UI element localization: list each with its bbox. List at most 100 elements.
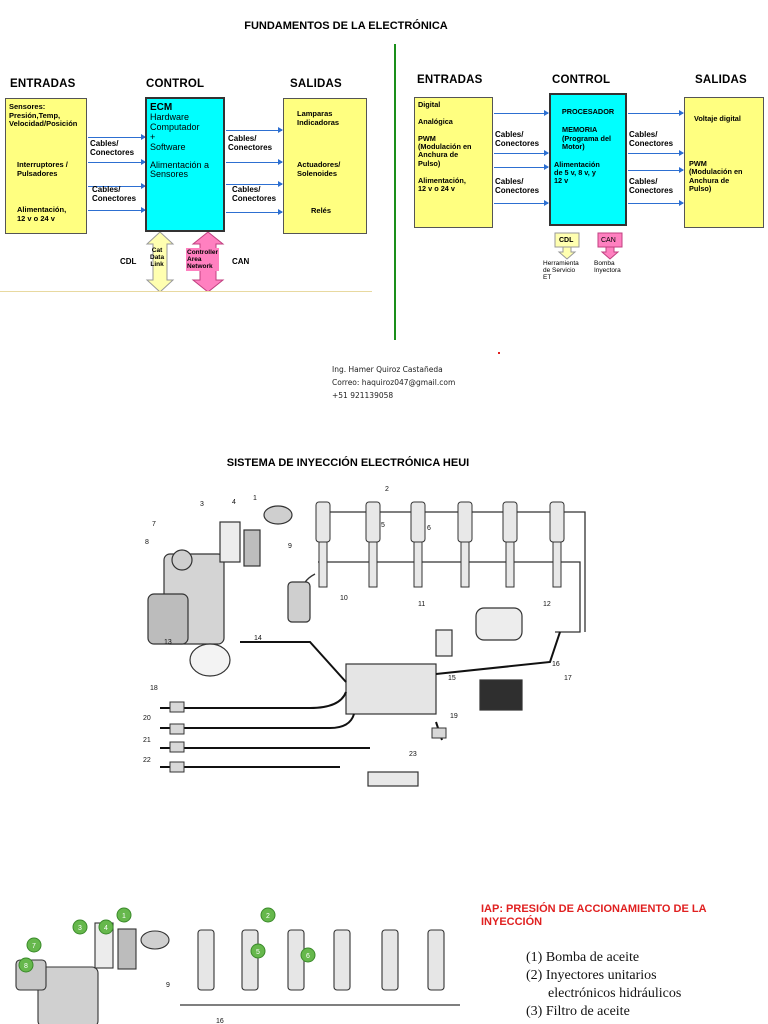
- arrow: [494, 150, 549, 156]
- callout-20: 20: [143, 715, 151, 722]
- arrow: [494, 200, 549, 206]
- cat-data-link-label: Cat Data Link: [150, 247, 165, 269]
- arrow: [226, 127, 283, 133]
- cables-label: Cables/ Conectores: [228, 134, 273, 152]
- callout-18: 18: [150, 685, 158, 692]
- contact-info: Ing. Hamer Quiroz Castañeda Correo: haqu…: [332, 363, 455, 402]
- green-callout-7: 7: [32, 943, 36, 950]
- callout-23: 23: [409, 751, 417, 758]
- arrow: [88, 134, 146, 140]
- processor-power: Alimentación de 5 v, 8 v, y 12 v: [554, 159, 600, 186]
- callout-21: 21: [143, 737, 151, 744]
- legend-item: electrónicos hidráulicos: [548, 986, 682, 1001]
- cdl-label: CDL: [559, 237, 574, 244]
- cables-label: Cables/ Conectores: [629, 177, 674, 195]
- output-reles: Relés: [311, 206, 332, 215]
- left-control-diagram: ENTRADAS CONTROL SALIDAS Sensores: Presi…: [0, 0, 390, 300]
- input-sensores: Sensores: Presión,Temp, Velocidad/Posici…: [9, 102, 78, 129]
- cdl-arrow: [554, 232, 580, 260]
- can-label: CAN: [232, 257, 250, 266]
- cables-label: Cables/ Conectores: [90, 139, 135, 157]
- callout-3: 3: [200, 501, 204, 508]
- processor-memory: MEMORIA (Programa del Motor): [562, 125, 612, 152]
- left-header-entradas: ENTRADAS: [10, 78, 76, 90]
- ecm-power: Alimentación a Sensores: [150, 159, 210, 180]
- callout-10: 10: [340, 595, 348, 602]
- callout-8: 8: [145, 539, 149, 546]
- input-alimentacion: Alimentación, 12 v o 24 v: [17, 205, 67, 223]
- output-voltaje: Voltaje digital: [694, 114, 741, 123]
- callout-1: 1: [253, 495, 257, 502]
- green-callout-3: 3: [78, 925, 82, 932]
- ecm-body: Hardware Computador + Software: [150, 112, 200, 152]
- can-arrow: [597, 232, 623, 260]
- callout-9: 9: [288, 543, 292, 550]
- arrow: [88, 183, 146, 189]
- callout-6: 6: [427, 525, 431, 532]
- input-interruptores: Interruptores / Pulsadores: [17, 160, 68, 178]
- cdl-label: CDL: [120, 257, 137, 266]
- green-callout-4: 4: [104, 925, 108, 932]
- green-callout-8: 8: [24, 963, 28, 970]
- arrow: [628, 167, 684, 173]
- callout-5: 5: [381, 522, 385, 529]
- can-box-label: Controller Area Network: [186, 248, 220, 272]
- iap-title: IAP: PRESIÓN DE ACCIONAMIENTO DE LA INYE…: [481, 903, 707, 928]
- arrow: [88, 159, 146, 165]
- section2-title: SISTEMA DE INYECCIÓN ELECTRÓNICA HEUI: [226, 457, 470, 469]
- contact-phone: +51 921139058: [332, 391, 394, 400]
- callout-17: 17: [564, 675, 572, 682]
- can-label: CAN: [601, 237, 616, 244]
- left-outputs-box: Lamparas Indicadoras Actuadores/ Solenoi…: [283, 98, 367, 234]
- output-lamparas: Lamparas Indicadoras: [297, 109, 340, 127]
- callout-4: 4: [232, 499, 236, 506]
- arrow: [226, 159, 283, 165]
- iap-legend: (1) Bomba de aceite (2) Inyectores unita…: [526, 949, 681, 1021]
- callout-13: 13: [164, 639, 172, 646]
- cables-label: Cables/ Conectores: [629, 130, 674, 148]
- ecm-box: ECM Hardware Computador + Software Alime…: [145, 97, 225, 232]
- red-dot: [498, 352, 500, 354]
- arrow: [628, 200, 684, 206]
- legend-item: (2) Inyectores unitarios: [526, 968, 657, 983]
- arrow: [494, 164, 549, 170]
- legend-item: (1) Bomba de aceite: [526, 950, 640, 965]
- heui-engine-diagram: 1 2 3 4 5 6 7 8 9 10 11 12 13 14 15 16 1…: [143, 486, 586, 787]
- callout-16: 16: [552, 661, 560, 668]
- processor-box: PROCESADOR MEMORIA (Programa del Motor) …: [549, 93, 627, 226]
- arrow: [226, 209, 283, 215]
- callout-22: 22: [143, 757, 151, 764]
- green-callout-2: 2: [266, 913, 270, 920]
- right-outputs-box: Voltaje digital PWM (Modulación en Anchu…: [684, 97, 764, 228]
- callout-15: 15: [448, 675, 456, 682]
- cables-label: Cables/ Conectores: [92, 185, 137, 203]
- callout-7: 7: [152, 521, 156, 528]
- iap-engine-diagram: 1 2 3 4 5 6 7 8 9 16: [15, 907, 460, 1024]
- green-callout-1: 1: [122, 913, 126, 920]
- arrow: [226, 181, 283, 187]
- left-header-control: CONTROL: [146, 78, 205, 90]
- right-control-diagram: ENTRADAS CONTROL SALIDAS Digital Analógi…: [0, 0, 768, 300]
- ecm-title: ECM: [150, 102, 173, 113]
- right-header-control: CONTROL: [552, 74, 611, 86]
- green-callout-5: 5: [256, 949, 260, 956]
- right-header-salidas: SALIDAS: [695, 74, 747, 86]
- callout-11: 11: [418, 601, 425, 608]
- callout-12: 12: [543, 601, 551, 608]
- contact-name: Ing. Hamer Quiroz Castañeda: [332, 365, 443, 374]
- arrow: [628, 110, 684, 116]
- output-pwm: PWM (Modulación en Anchura de Pulso): [689, 159, 743, 194]
- note-herramienta: Herramienta de Servicio ET: [543, 260, 579, 282]
- divider-line: [0, 291, 372, 292]
- right-header-entradas: ENTRADAS: [417, 74, 483, 86]
- note-bomba: Bomba Inyectora: [594, 260, 621, 275]
- processor-title: PROCESADOR: [561, 107, 615, 116]
- cables-label: Cables/ Conectores: [495, 177, 540, 195]
- arrow: [494, 110, 549, 116]
- divider-line: [394, 44, 396, 340]
- green-callout-6: 6: [306, 953, 310, 960]
- callout-2: 2: [385, 486, 389, 493]
- legend-item: (3) Filtro de aceite: [526, 1004, 630, 1019]
- output-actuadores: Actuadores/ Solenoides: [297, 160, 341, 178]
- callout-19: 19: [450, 713, 458, 720]
